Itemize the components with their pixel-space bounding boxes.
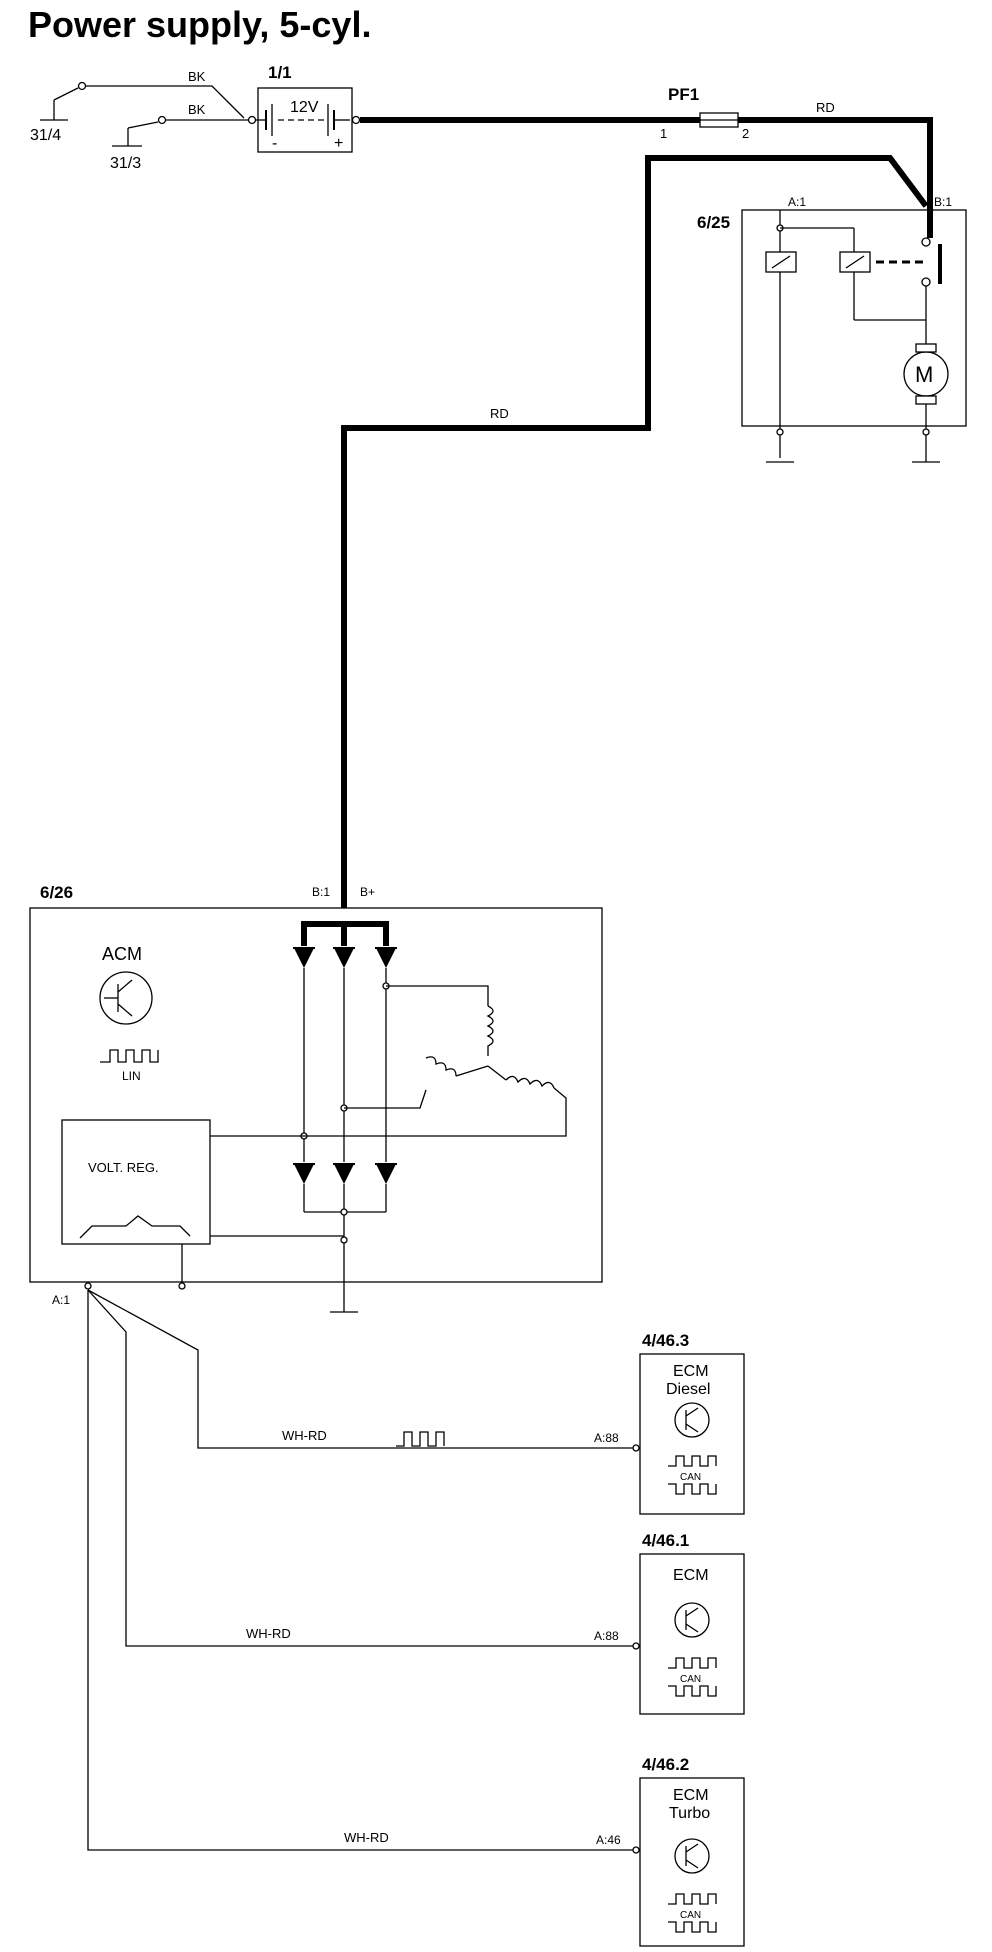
fuse-ref: PF1	[668, 85, 699, 104]
wire-label-rd-2: RD	[490, 406, 509, 421]
ground-label-31-3: 31/3	[110, 155, 141, 172]
alternator-pin-bplus: B+	[360, 885, 375, 899]
ecm-main: 4/46.1 A:88 ECM CAN	[594, 1531, 745, 1715]
wire-label-wh-rd-1: WH-RD	[282, 1428, 327, 1443]
diagram-title: Power supply, 5-cyl.	[28, 4, 372, 45]
ecm-can-high-icon	[668, 1657, 717, 1669]
ecm-diesel-can-label: CAN	[680, 1472, 701, 1483]
wire-label-wh-rd-2: WH-RD	[246, 1626, 291, 1641]
ecm-can-low-icon	[668, 1685, 717, 1697]
alternator-pin-b1: B:1	[312, 885, 330, 899]
wire-bk-1	[86, 85, 245, 119]
wire-fuse-starter	[738, 117, 933, 238]
wire-starter-alternator	[341, 155, 929, 908]
alternator: 6/26 B:1 B+ ACM LIN VOLT. REG.	[29, 883, 603, 1313]
wire-label-bk-1: BK	[188, 69, 206, 84]
ecm-diesel: 4/46.3 A:88 ECM Diesel CAN	[594, 1331, 745, 1515]
ground-31-4: 31/4	[30, 81, 87, 144]
ecm-diesel-ref: 4/46.3	[642, 1331, 689, 1350]
ecm-turbo-ref: 4/46.2	[642, 1755, 689, 1774]
battery-minus: -	[272, 135, 277, 152]
ecm-turbo: 4/46.2 A:46 ECM Turbo CAN	[596, 1755, 745, 1947]
ground-label-31-4: 31/4	[30, 127, 61, 144]
wire-label-rd-1: RD	[816, 100, 835, 115]
ecm-turbo-transistor-icon	[674, 1838, 710, 1874]
acm-transistor-icon	[99, 971, 153, 1025]
ecm-diesel-name: ECM	[673, 1363, 709, 1380]
ecm-diesel-variant: Diesel	[666, 1381, 710, 1398]
ecm-turbo-variant: Turbo	[669, 1805, 710, 1822]
ecm-diesel-can-high-icon	[668, 1455, 717, 1467]
wire-wh-rd-diesel	[87, 1289, 636, 1449]
ecm-diesel-transistor-icon	[674, 1402, 710, 1438]
ecm-turbo-can-low-icon	[668, 1921, 717, 1933]
ecm-can-label: CAN	[680, 1674, 701, 1685]
battery-ref: 1/1	[268, 63, 292, 82]
lin-signal-icon	[100, 1049, 159, 1063]
fuse-pin-2: 2	[742, 126, 749, 141]
battery: 1/1 12V - +	[247, 63, 361, 153]
starter-motor: 6/25 A:1 B:1 M	[697, 195, 967, 463]
wire-label-wh-rd-3: WH-RD	[344, 1830, 389, 1845]
wire-label-bk-2: BK	[188, 102, 206, 117]
lin-label: LIN	[122, 1069, 141, 1083]
battery-plus: +	[334, 135, 343, 152]
starter-pin-b1: B:1	[934, 195, 952, 209]
alternator-ref: 6/26	[40, 883, 73, 902]
battery-voltage: 12V	[290, 99, 319, 116]
alternator-pin-a1: A:1	[52, 1293, 70, 1307]
regulator-label: VOLT. REG.	[88, 1160, 159, 1175]
fuse-pf1: PF1 1 2	[660, 85, 749, 141]
voltage-regulator	[61, 1119, 211, 1245]
wire-wh-rd-ecm	[87, 1289, 636, 1647]
ecm-turbo-can-high-icon	[668, 1893, 717, 1905]
ecm-diesel-can-low-icon	[668, 1483, 717, 1495]
ecm-ref: 4/46.1	[642, 1531, 689, 1550]
starter-ref: 6/25	[697, 213, 730, 232]
ecm-pin: A:88	[594, 1629, 619, 1643]
wire-wh-rd-turbo	[87, 1290, 636, 1851]
ecm-diesel-pin: A:88	[594, 1431, 619, 1445]
fuse-pin-1: 1	[660, 126, 667, 141]
ecm-turbo-can-label: CAN	[680, 1910, 701, 1921]
ecm-transistor-icon	[674, 1602, 710, 1638]
ecm-turbo-pin: A:46	[596, 1833, 621, 1847]
acm-label: ACM	[102, 944, 142, 964]
motor-label: M	[915, 362, 933, 387]
ecm-turbo-name: ECM	[673, 1787, 709, 1804]
lin-signal-wire-icon	[396, 1431, 445, 1447]
ground-31-3: 31/3	[110, 115, 167, 172]
starter-pin-a1: A:1	[788, 195, 806, 209]
ecm-name: ECM	[673, 1567, 709, 1584]
